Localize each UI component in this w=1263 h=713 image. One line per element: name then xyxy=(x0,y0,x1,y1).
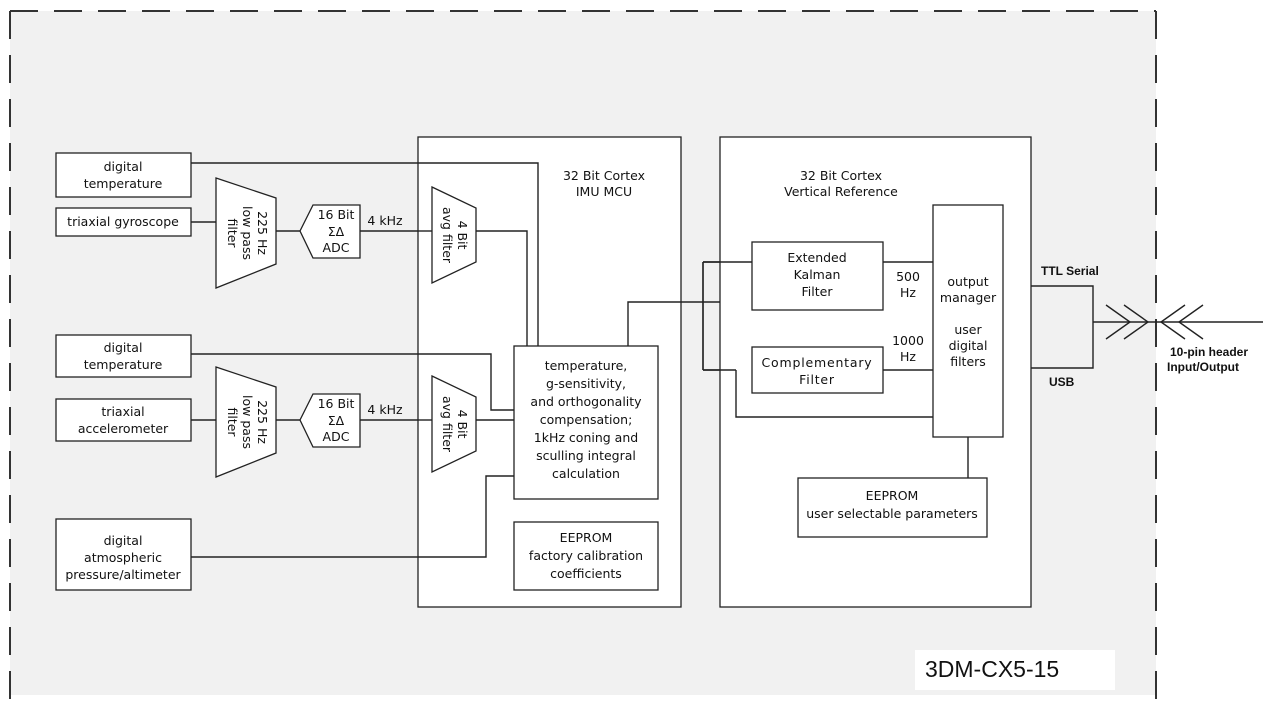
complementary-rate: 1000 xyxy=(892,333,924,348)
svg-text:low pass: low pass xyxy=(240,395,255,449)
ttl-serial-label: TTL Serial xyxy=(1041,264,1099,278)
low-pass-filter-gyro-label: 225 Hz low pass filter xyxy=(225,206,270,260)
adc-gyro-label: ΣΔ xyxy=(328,224,345,239)
adc-gyro-label: 16 Bit xyxy=(318,207,355,222)
pressure-sensor-label: atmospheric xyxy=(84,550,162,565)
low-pass-filter-accel-label: 225 Hz low pass filter xyxy=(225,395,270,449)
factory-eeprom-block xyxy=(513,521,659,591)
user-eeprom-label: EEPROM xyxy=(866,488,919,503)
gyroscope-sensor xyxy=(55,207,192,237)
compensation-label: sculling integral xyxy=(536,448,636,463)
connector-label: 10-pin header xyxy=(1170,345,1248,359)
compensation-label: g-sensitivity, xyxy=(546,376,626,391)
adc-accel xyxy=(299,393,361,448)
adc-accel-label: ADC xyxy=(323,429,350,444)
usb-label: USB xyxy=(1049,375,1075,389)
complementary-filter-block xyxy=(751,346,884,394)
output-manager-label: digital xyxy=(949,338,988,353)
vertical-reference-title: Vertical Reference xyxy=(784,184,898,199)
pressure-sensor-label: digital xyxy=(104,533,143,548)
pressure-sensor-label: pressure/altimeter xyxy=(65,567,181,582)
vertical-reference-internal-wires xyxy=(702,261,969,478)
gyroscope-sensor-label: triaxial gyroscope xyxy=(67,214,179,229)
imu-mcu-title: IMU MCU xyxy=(576,184,632,199)
avg-filter-accel-label: 4 Bit avg filter xyxy=(440,396,470,453)
accelerometer-sensor-label: triaxial xyxy=(101,404,144,419)
avg-filter-gyro-label: 4 Bit avg filter xyxy=(440,207,470,264)
sample-rate-accel: 4 kHz xyxy=(367,402,403,417)
kalman-rate: Hz xyxy=(900,285,916,300)
model-number: 3DM-CX5-15 xyxy=(925,656,1059,682)
temperature-sensor-2 xyxy=(55,334,192,378)
temperature-sensor-2-label: digital xyxy=(104,340,143,355)
user-eeprom-block xyxy=(797,477,988,538)
kalman-filter-label: Kalman xyxy=(794,267,841,282)
svg-text:avg filter: avg filter xyxy=(440,396,455,453)
factory-eeprom-label: EEPROM xyxy=(560,530,613,545)
compensation-label: compensation; xyxy=(540,412,633,427)
svg-text:filter: filter xyxy=(225,407,240,437)
compensation-label: 1kHz coning and xyxy=(534,430,638,445)
output-manager-label: manager xyxy=(940,290,997,305)
connector-label: Input/Output xyxy=(1167,360,1239,374)
complementary-rate: Hz xyxy=(900,349,916,364)
svg-text:4 Bit: 4 Bit xyxy=(455,410,470,439)
svg-text:4 Bit: 4 Bit xyxy=(455,221,470,250)
avg-filter-accel xyxy=(431,374,477,474)
temperature-sensor-1 xyxy=(55,152,192,198)
accelerometer-sensor xyxy=(55,398,192,442)
adc-gyro-label: ADC xyxy=(323,240,350,255)
adc-gyro xyxy=(299,204,361,259)
vertical-reference-title: 32 Bit Cortex xyxy=(800,168,882,183)
output-manager-label: filters xyxy=(950,354,986,369)
kalman-filter-block xyxy=(751,241,884,311)
low-pass-filter-gyro xyxy=(215,177,277,289)
kalman-filter-label: Filter xyxy=(802,284,834,299)
svg-text:avg filter: avg filter xyxy=(440,207,455,264)
imu-mcu-title: 32 Bit Cortex xyxy=(563,168,645,183)
svg-text:low pass: low pass xyxy=(240,206,255,260)
user-eeprom-label: user selectable parameters xyxy=(806,506,978,521)
factory-eeprom-label: factory calibration xyxy=(529,548,643,563)
adc-accel-label: 16 Bit xyxy=(318,396,355,411)
svg-text:225 Hz: 225 Hz xyxy=(255,400,270,444)
output-manager-block xyxy=(932,204,1004,438)
adc-accel-label: ΣΔ xyxy=(328,413,345,428)
enclosure-dashed-border xyxy=(9,10,1157,713)
svg-text:filter: filter xyxy=(225,218,240,248)
temperature-sensor-1-label: digital xyxy=(104,159,143,174)
connector-chevron-icon xyxy=(1105,304,1204,340)
compensation-label: and orthogonality xyxy=(530,394,642,409)
factory-eeprom-label: coefficients xyxy=(550,566,622,581)
sample-rate-gyro: 4 kHz xyxy=(367,213,403,228)
kalman-filter-label: Extended xyxy=(787,250,846,265)
complementary-filter-label: Filter xyxy=(799,372,835,387)
compensation-label: temperature, xyxy=(545,358,628,373)
output-manager-label: output xyxy=(947,274,988,289)
kalman-rate: 500 xyxy=(896,269,920,284)
low-pass-filter-accel xyxy=(215,366,277,478)
compensation-block xyxy=(513,345,659,500)
svg-text:225 Hz: 225 Hz xyxy=(255,211,270,255)
accelerometer-sensor-label: accelerometer xyxy=(78,421,169,436)
avg-filter-gyro xyxy=(431,185,477,285)
temperature-sensor-1-label: temperature xyxy=(84,176,163,191)
temperature-sensor-2-label: temperature xyxy=(84,357,163,372)
compensation-label: calculation xyxy=(552,466,620,481)
model-label-background xyxy=(915,650,1115,690)
output-manager-label: user xyxy=(954,322,982,337)
pressure-sensor xyxy=(55,518,192,591)
complementary-filter-label: Complementary xyxy=(762,355,873,370)
imu-internal-wires xyxy=(418,162,681,558)
